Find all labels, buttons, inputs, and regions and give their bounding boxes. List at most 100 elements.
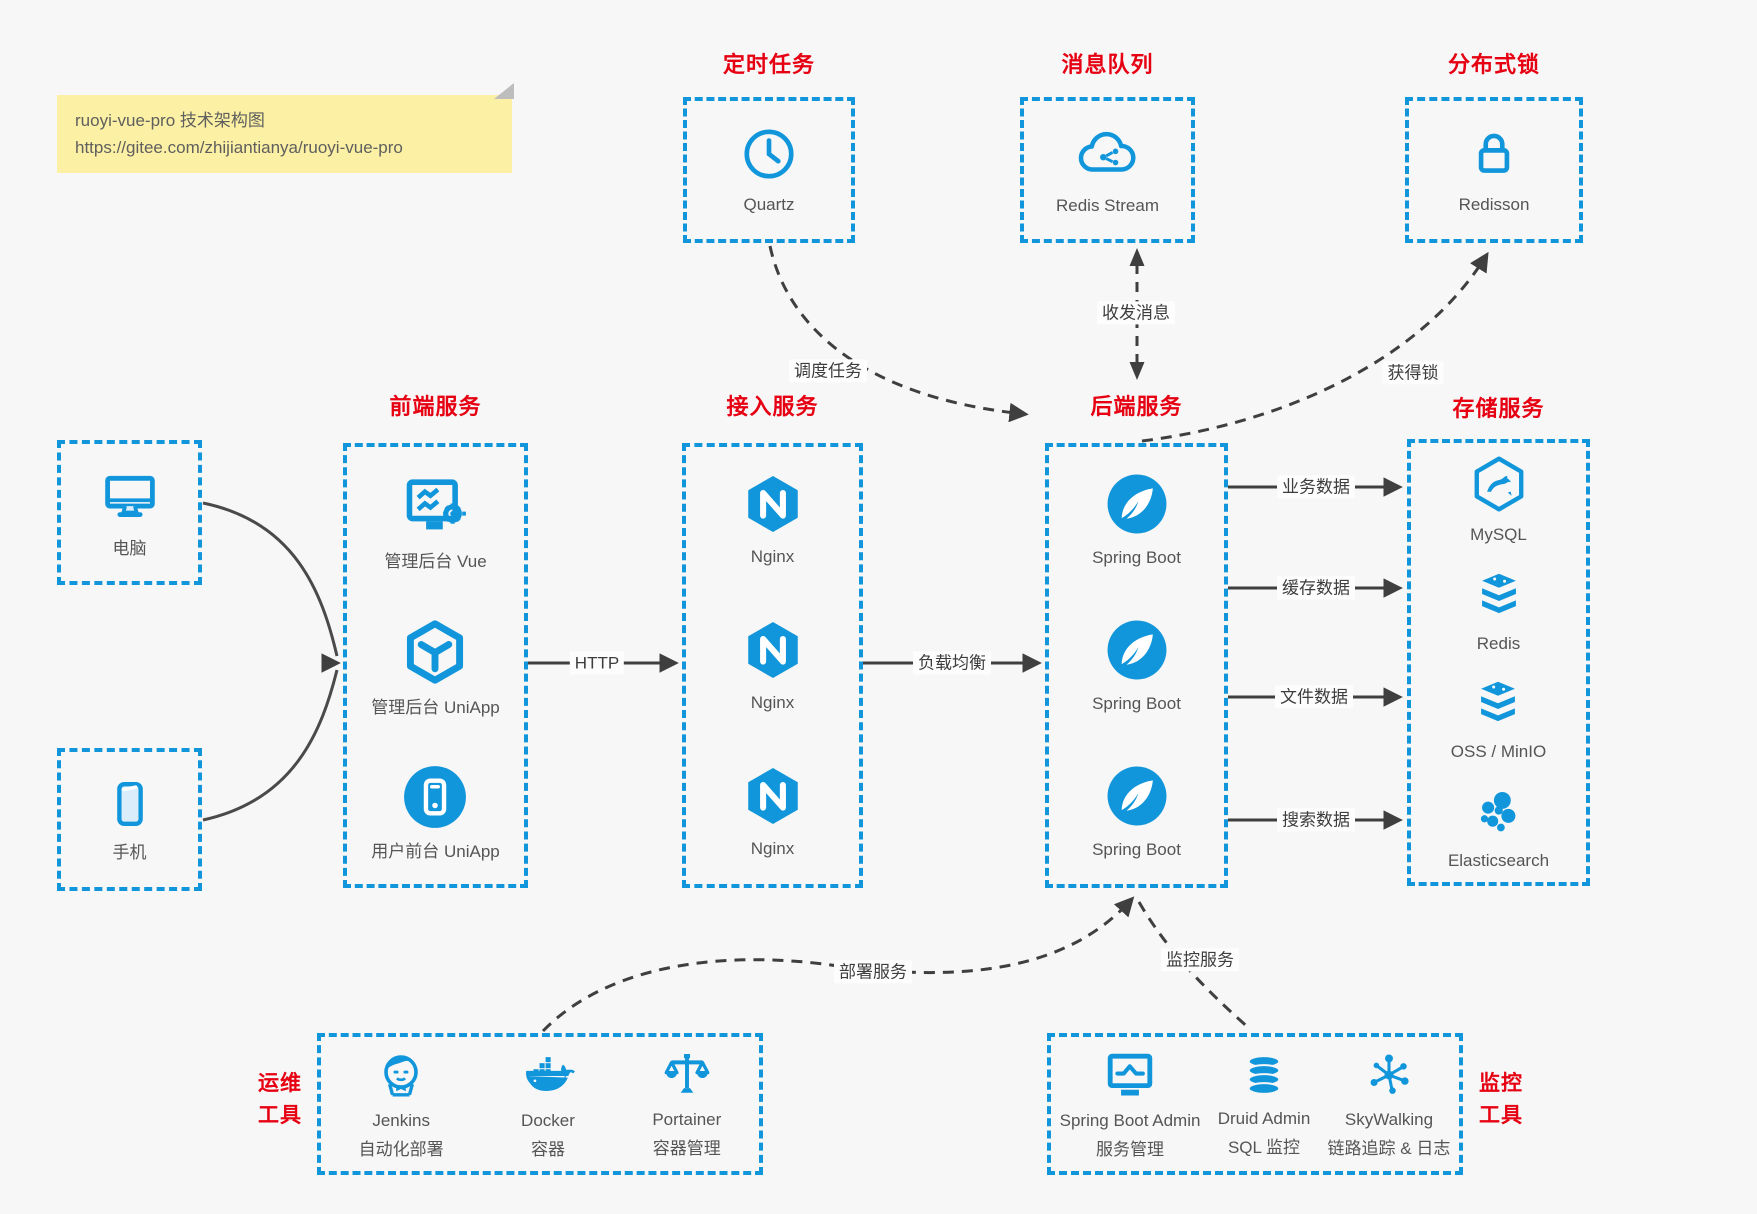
quartz-label: Quartz [743,195,795,215]
mobile-node: 手机 [101,775,159,864]
nginx-icon [740,617,806,683]
portainer-node: Portainer 容器管理 [652,1047,721,1161]
scheduled-tasks-box: Quartz [683,97,855,243]
edge-label-schedule: 调度任务 [789,359,867,383]
edge-label-monitor: 监控服务 [1161,948,1239,972]
nginx-icon [740,763,806,829]
redisson-label: Redisson [1458,195,1530,215]
redisson-node: Redisson [1458,123,1530,216]
monitoring-label-line1: 监控 [1479,1072,1523,1095]
spring-boot-admin-desc: 服务管理 [1096,1140,1165,1159]
note-url: https://gitee.com/zhijiantianya/ruoyi-vu… [75,138,403,158]
gateway-services-title: 接入服务 [726,394,819,419]
jenkins-name: Jenkins [372,1111,430,1131]
portainer-desc: 容器管理 [652,1139,721,1158]
edge-label-cache-data: 缓存数据 [1277,576,1355,600]
user-app-icon [400,762,470,832]
user-uniapp-label: 用户前台 UniApp [371,841,500,861]
nginx-label-1: Nginx [750,547,795,567]
admin-dashboard-icon [399,468,473,542]
mobile-label: 手机 [112,842,147,862]
quartz-node: Quartz [738,123,800,216]
user-uniapp-node: 用户前台 UniApp [371,762,500,863]
spring-boot-node-3: Spring Boot [1092,762,1181,861]
admin-uniapp-node: 管理后台 UniApp [371,616,500,719]
nginx-node-3: Nginx [740,763,806,860]
portainer-name: Portainer [652,1110,722,1130]
edge-label-file-data: 文件数据 [1275,685,1353,709]
monitoring-tools-box: Spring Boot Admin 服务管理 Druid Admin SQL 监… [1047,1033,1463,1175]
uniapp-cube-icon [399,616,471,688]
scales-icon [659,1047,715,1103]
storage-services-title: 存储服务 [1452,396,1545,421]
spring-boot-icon [1103,616,1171,684]
redis-stack-icon [1470,566,1528,624]
spring-boot-node-1: Spring Boot [1092,470,1181,569]
elasticsearch-label: Elasticsearch [1447,851,1550,871]
jenkins-desc: 自动化部署 [358,1140,444,1159]
nginx-label-2: Nginx [750,692,795,712]
cloud-stream-icon [1075,122,1139,186]
pc-client-box: 电脑 [57,440,202,585]
monitor-pulse-icon [1101,1046,1159,1104]
edge-label-search-data: 搜索数据 [1277,808,1355,832]
admin-uniapp-label: 管理后台 UniApp [371,697,500,717]
nginx-label-3: Nginx [750,838,795,858]
skywalking-desc: 链路追踪 & 日志 [1327,1139,1451,1158]
note-title: ruoyi-vue-pro 技术架构图 [75,111,265,130]
storage-services-box: MySQL Redis OSS / MinIO Elasticsearch [1407,439,1590,886]
spring-boot-admin-node: Spring Boot Admin 服务管理 [1059,1046,1201,1162]
redis-stream-label: Redis Stream [1056,196,1159,216]
database-icon [1237,1048,1291,1102]
mysql-label: MySQL [1470,524,1527,544]
ops-tools-box: Jenkins 自动化部署 Docker 容器 Portainer 容器管理 [317,1033,763,1175]
mysql-node: MySQL [1468,453,1530,546]
spring-boot-node-2: Spring Boot [1092,616,1181,715]
admin-vue-node: 管理后台 Vue [384,468,487,573]
spring-boot-label-3: Spring Boot [1092,839,1181,859]
edge-label-acquire-lock: 获得锁 [1382,361,1444,385]
ops-label-line2: 工具 [258,1103,302,1127]
backend-services-title: 后端服务 [1090,394,1183,419]
mobile-client-box: 手机 [57,748,202,891]
skywalking-node: SkyWalking 链路追踪 & 日志 [1327,1047,1451,1161]
frontend-services-title: 前端服务 [389,394,482,419]
gateway-services-box: Nginx Nginx Nginx [682,443,863,888]
phone-icon [101,775,159,833]
oss-minio-label: OSS / MinIO [1450,742,1547,762]
storage-stack-icon [1469,674,1527,732]
pc-node: 电脑 [98,465,162,560]
distributed-lock-title: 分布式锁 [1447,52,1540,77]
scheduled-tasks-title: 定时任务 [722,52,815,77]
druid-admin-name: Druid Admin [1217,1109,1311,1129]
docker-icon [519,1046,577,1104]
spring-boot-icon [1103,762,1171,830]
monitoring-tools-side-label: 监控 工具 [1474,1068,1528,1131]
druid-admin-desc: SQL 监控 [1227,1138,1301,1157]
jenkins-node: Jenkins 自动化部署 [359,1046,444,1162]
ops-tools-side-label: 运维 工具 [253,1068,307,1131]
spring-boot-admin-name: Spring Boot Admin [1059,1111,1201,1131]
clock-icon [738,123,800,185]
docker-node: Docker 容器 [519,1046,577,1162]
nginx-node-2: Nginx [740,617,806,714]
sticky-note: ruoyi-vue-pro 技术架构图 https://gitee.com/zh… [57,83,514,173]
edge-label-deploy: 部署服务 [834,960,912,984]
message-queue-title: 消息队列 [1061,52,1154,77]
spring-boot-label-1: Spring Boot [1092,548,1181,568]
oss-minio-node: OSS / MinIO [1451,674,1546,763]
edge-label-message: 收发消息 [1097,301,1175,325]
docker-desc: 容器 [530,1140,565,1159]
admin-vue-label: 管理后台 Vue [384,552,487,572]
edge-label-load-balance: 负载均衡 [913,651,991,675]
frontend-services-box: 管理后台 Vue 管理后台 UniApp 用户前台 UniApp [343,443,528,888]
ops-label-line1: 运维 [258,1072,302,1095]
edge-label-http: HTTP [569,651,625,675]
nginx-node-1: Nginx [740,471,806,568]
edge-label-business-data: 业务数据 [1277,475,1355,499]
redis-label: Redis [1476,633,1521,653]
distributed-lock-box: Redisson [1405,97,1583,243]
nginx-icon [740,471,806,537]
elasticsearch-node: Elasticsearch [1448,783,1549,872]
